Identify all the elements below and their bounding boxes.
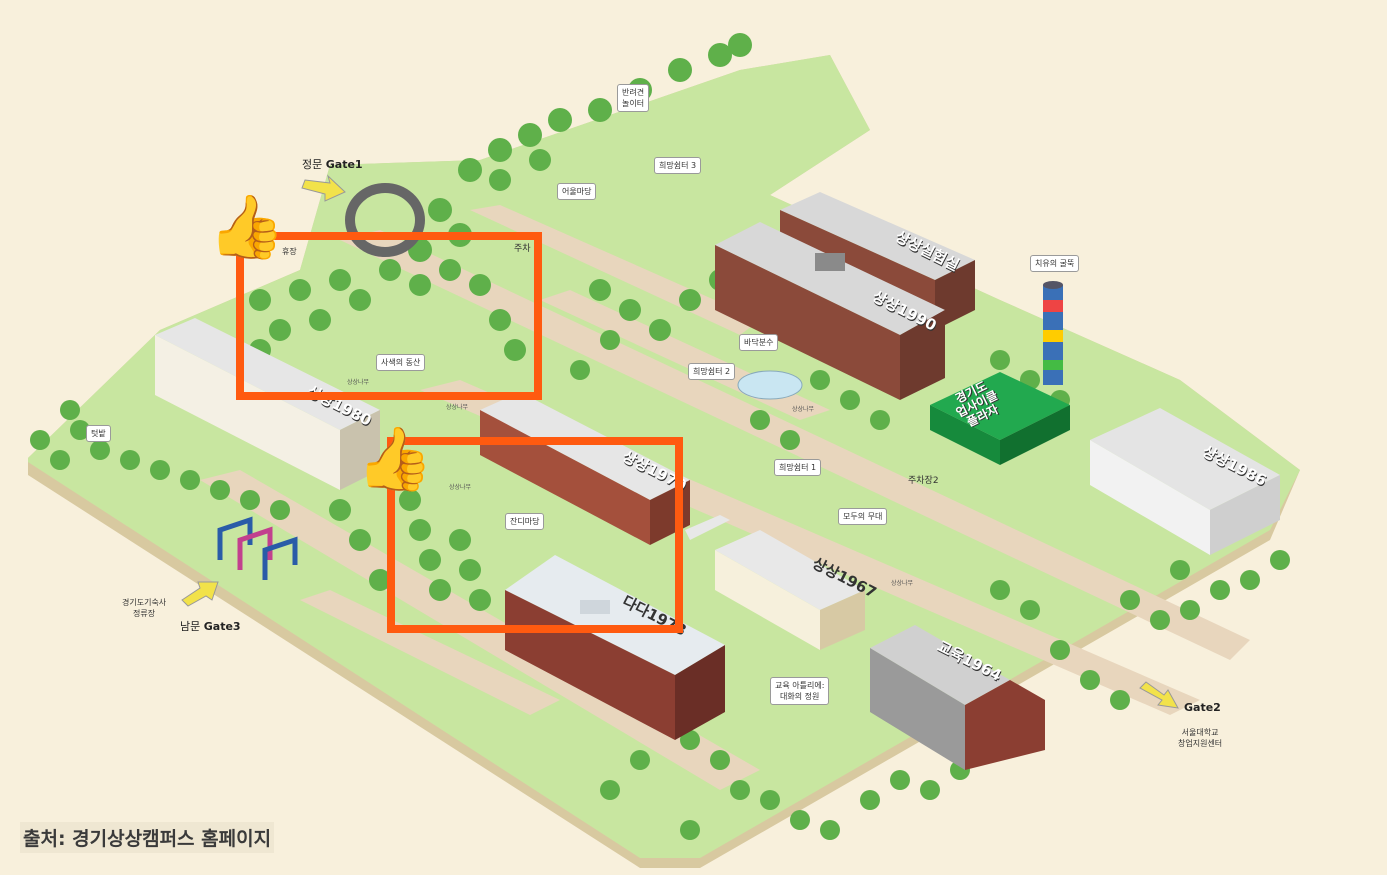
gate2-name: Gate2 xyxy=(1184,701,1221,714)
gate1-name: Gate1 xyxy=(325,158,363,171)
source-caption: 출처: 경기상상캠퍼스 홈페이지 xyxy=(20,822,275,853)
label-hope-rest-3: 희망쉼터 3 xyxy=(654,157,702,174)
label-field: 텃밭 xyxy=(86,425,111,442)
label-tree-5: 상상나무 xyxy=(891,580,914,587)
label-hill: 사색의 동산 xyxy=(376,354,426,371)
label-lawn: 잔디마당 xyxy=(505,513,545,530)
gate3-name: Gate3 xyxy=(203,620,241,633)
building-b3[interactable] xyxy=(1090,408,1280,555)
building-green[interactable] xyxy=(930,372,1070,465)
chimney[interactable] xyxy=(1043,281,1063,385)
tree-cluster-west xyxy=(30,400,290,520)
tree-cluster-center xyxy=(570,269,890,450)
tree-cluster-east xyxy=(990,350,1290,710)
label-tree-4: 상상나무 xyxy=(792,406,815,413)
label-tree-3: 상상나무 xyxy=(449,484,472,491)
label-hope-rest-1: 희망쉼터 1 xyxy=(774,459,822,476)
label-chimney: 치유의 굴뚝 xyxy=(1030,255,1080,272)
label-startup-center: 서울대학교 창업지원센터 xyxy=(1178,728,1223,748)
tree-clusters xyxy=(30,33,1290,840)
label-gate1-stop: 휴장 xyxy=(282,247,297,256)
gate3-prefix: 남문 xyxy=(180,620,201,633)
label-gate2: Gate2 xyxy=(1184,701,1221,714)
tree-cluster-south xyxy=(600,730,970,840)
label-dorm-stop: 경기도기숙사 정류장 xyxy=(122,598,167,618)
label-gate1: 정문 Gate1 xyxy=(302,156,363,172)
thumbs-up-icon: 👍 xyxy=(208,190,286,263)
campus-ground xyxy=(28,55,1300,858)
highlight-box-hill xyxy=(236,232,542,400)
gate1-prefix: 정문 xyxy=(302,158,323,171)
playground-structure xyxy=(217,516,298,580)
building-b6[interactable] xyxy=(685,515,865,650)
thumbs-up-icon: 👍 xyxy=(356,422,434,495)
tree-cluster-lawn xyxy=(329,489,491,611)
label-parking1: 주차 xyxy=(514,244,531,254)
building-b5[interactable] xyxy=(155,318,380,490)
building-b2[interactable] xyxy=(715,222,945,400)
label-stage: 모두의 무대 xyxy=(838,508,888,525)
label-tree-2: 상상나무 xyxy=(446,404,469,411)
label-tree-1: 상상나무 xyxy=(347,379,370,386)
gate1-ring xyxy=(345,183,425,257)
label-parking2: 주차장2 xyxy=(908,476,939,486)
label-gathering-yard: 어울마당 xyxy=(557,183,597,200)
label-education-atelier: 교육 아틀리에: 대화의 정원 xyxy=(770,677,830,705)
tree-cluster-hill xyxy=(249,259,526,361)
label-gate3: 남문 Gate3 xyxy=(180,618,241,634)
label-hope-rest-2: 희망쉼터 2 xyxy=(688,363,736,380)
highlight-box-lawn xyxy=(387,437,683,633)
gate-arrows xyxy=(181,174,1179,709)
fountain-pool xyxy=(737,370,803,400)
label-pet-playground: 반려견 놀이터 xyxy=(617,84,650,112)
building-b8[interactable] xyxy=(870,625,1045,770)
label-fountain: 바닥분수 xyxy=(739,334,779,351)
